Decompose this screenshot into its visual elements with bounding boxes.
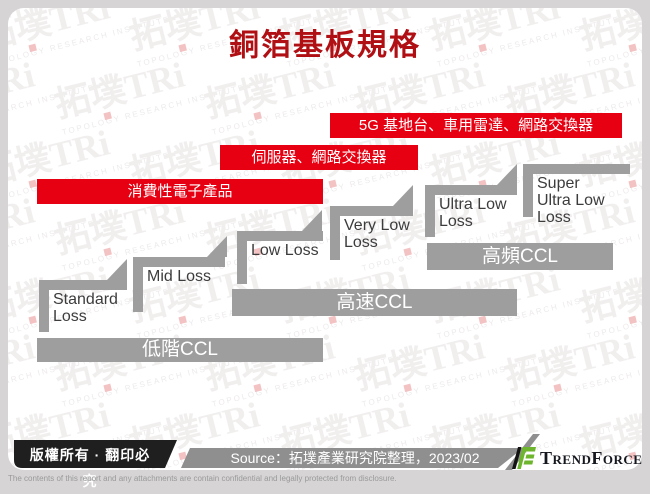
source-bar-shape xyxy=(181,448,523,468)
bracket-top-bar xyxy=(523,164,630,174)
bracket-left-bar xyxy=(523,164,533,217)
bracket-top-bar xyxy=(133,257,225,267)
bracket-top-bar xyxy=(425,185,517,195)
bracket-left-bar xyxy=(425,185,435,237)
bracket-top-bar xyxy=(330,206,413,216)
copyright-notice: 版權所有 · 翻印必究 xyxy=(29,447,151,489)
ccl-bar-low-tier: 低階CCL xyxy=(37,338,323,362)
step-label: Standard Loss xyxy=(53,291,118,325)
bracket-top-bar xyxy=(237,231,323,241)
trendforce-wordmark: TrendForce xyxy=(540,448,643,468)
trendforce-icon xyxy=(512,447,536,469)
step-up-arrow-4 xyxy=(393,185,413,206)
step-label: Very Low Loss xyxy=(344,217,410,251)
step-label: Low Loss xyxy=(251,242,319,259)
step-label: Mid Loss xyxy=(147,268,212,285)
step-label: Super Ultra Low Loss xyxy=(537,175,605,226)
step-up-arrow-3 xyxy=(302,210,322,231)
ccl-bar-high-speed: 高速CCL xyxy=(232,289,517,316)
disclaimer-text: The contents of this report and any atta… xyxy=(8,474,397,483)
step-label: Ultra Low Loss xyxy=(439,196,507,230)
bracket-left-bar xyxy=(133,257,143,312)
step-up-arrow-1 xyxy=(107,259,127,280)
copyright-ribbon-shape xyxy=(14,440,177,468)
step-up-arrow-5 xyxy=(497,164,517,185)
application-banner-consumer: 消費性電子產品 xyxy=(37,179,323,204)
bracket-left-bar xyxy=(237,231,247,284)
source-note: Source：拓墣產業研究院整理，2023/02 xyxy=(230,450,480,466)
slide-title: 銅箔基板規格 xyxy=(229,29,421,62)
bracket-left-bar xyxy=(39,280,49,332)
bracket-left-bar xyxy=(330,206,340,260)
bracket-top-bar xyxy=(39,280,127,290)
ccl-bar-high-frequency: 高頻CCL xyxy=(427,243,613,270)
application-banner-5g: 5G 基地台、車用雷達、網路交換器 xyxy=(330,113,622,138)
application-banner-server: 伺服器、網路交換器 xyxy=(220,145,418,170)
step-up-arrow-2 xyxy=(207,236,227,257)
